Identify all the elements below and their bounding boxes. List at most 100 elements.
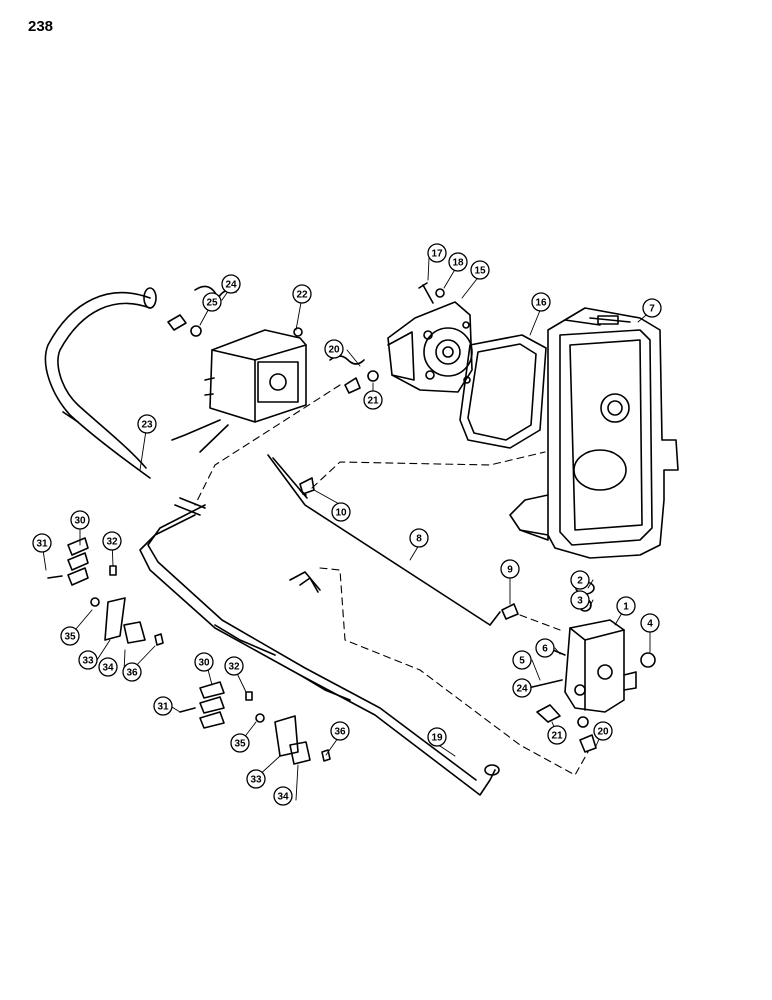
svg-text:34: 34: [277, 792, 289, 803]
svg-text:32: 32: [228, 662, 240, 673]
callout-19: 19: [427, 727, 447, 747]
svg-text:35: 35: [64, 632, 76, 643]
part-tube-8: [267, 454, 501, 626]
svg-text:34: 34: [102, 663, 114, 674]
svg-text:9: 9: [507, 565, 513, 576]
svg-text:22: 22: [296, 290, 308, 301]
part-pipe-19: [139, 497, 500, 796]
svg-text:21: 21: [367, 396, 379, 407]
callout-24-upper: 24: [221, 274, 241, 294]
svg-text:21: 21: [551, 731, 563, 742]
callout-10: 10: [331, 502, 351, 522]
svg-text:30: 30: [74, 516, 86, 527]
callout-8: 8: [409, 528, 429, 548]
part-oring-21: [367, 370, 379, 382]
callout-36-upper: 36: [122, 662, 142, 682]
callout-32-upper: 32: [102, 531, 122, 551]
part-control-valve: [171, 327, 307, 453]
svg-text:5: 5: [519, 656, 525, 667]
callout-17: 17: [427, 243, 447, 263]
part-washer-18: [435, 288, 445, 298]
svg-text:32: 32: [106, 537, 118, 548]
svg-text:33: 33: [82, 656, 94, 667]
callout-23: 23: [137, 414, 157, 434]
callout-34-upper: 34: [98, 657, 118, 677]
callout-20-lower: 20: [593, 721, 613, 741]
part-fitting: [344, 377, 361, 394]
callout-22: 22: [292, 284, 312, 304]
part-fitting-21b: [536, 704, 561, 723]
svg-text:10: 10: [335, 508, 347, 519]
svg-text:20: 20: [597, 727, 609, 738]
callout-20-upper: 20: [324, 339, 344, 359]
part-housing: [509, 307, 679, 559]
callout-24-lower: 24: [512, 678, 532, 698]
svg-text:15: 15: [474, 266, 486, 277]
svg-text:36: 36: [126, 668, 138, 679]
callout-34-lower: 34: [273, 786, 293, 806]
svg-text:25: 25: [206, 298, 218, 309]
svg-text:31: 31: [157, 702, 169, 713]
callout-33-upper: 33: [78, 650, 98, 670]
svg-text:36: 36: [334, 727, 346, 738]
part-pump: [387, 301, 473, 393]
svg-text:4: 4: [647, 619, 653, 630]
callout-30-lower: 30: [194, 652, 214, 672]
callouts: 1 2 3 4 5 6 7 8 9 10 15 16 17 18 19 20 2…: [32, 243, 662, 806]
svg-text:20: 20: [328, 345, 340, 356]
svg-text:33: 33: [250, 775, 262, 786]
svg-text:3: 3: [577, 596, 583, 607]
callout-3: 3: [570, 590, 590, 610]
svg-text:7: 7: [649, 304, 655, 315]
callout-36-lower: 36: [330, 721, 350, 741]
clamp-group-lower: [179, 681, 331, 765]
svg-text:16: 16: [535, 298, 547, 309]
svg-text:19: 19: [431, 733, 443, 744]
svg-text:24: 24: [516, 684, 528, 695]
callout-21-lower: 21: [547, 725, 567, 745]
callout-7: 7: [642, 298, 662, 318]
callout-31-lower: 31: [153, 696, 173, 716]
part-pipe-23: [44, 287, 157, 479]
part-oring-25: [190, 325, 202, 337]
svg-text:31: 31: [36, 539, 48, 550]
callout-4: 4: [640, 613, 660, 633]
callout-18: 18: [448, 252, 468, 272]
callout-31-upper: 31: [32, 533, 52, 553]
svg-text:35: 35: [234, 739, 246, 750]
callout-35-lower: 35: [230, 733, 250, 753]
svg-text:17: 17: [431, 249, 443, 260]
part-bolt-5: [527, 679, 563, 689]
clamp-group-upper: [47, 537, 164, 646]
callout-32-lower: 32: [224, 656, 244, 676]
svg-text:24: 24: [225, 280, 237, 291]
svg-text:8: 8: [416, 534, 422, 545]
page-number: 238: [28, 18, 54, 35]
callout-6: 6: [535, 638, 555, 658]
part-bolt-17: [418, 282, 434, 304]
part-oring-21b: [577, 716, 589, 728]
part-oring-4: [640, 652, 656, 668]
part-fitting-10: [299, 477, 315, 495]
part-gasket: [459, 334, 547, 449]
svg-text:23: 23: [141, 420, 153, 431]
routing-dashes: [194, 384, 589, 776]
callout-33-lower: 33: [246, 769, 266, 789]
callout-15: 15: [470, 260, 490, 280]
part-fitting-20b: [579, 734, 597, 753]
svg-text:30: 30: [198, 658, 210, 669]
part-fitting-9: [501, 603, 519, 620]
part-fitting-25: [167, 314, 187, 331]
part-valve-block: [564, 619, 637, 713]
callout-9: 9: [500, 559, 520, 579]
callout-1: 1: [616, 596, 636, 616]
callout-16: 16: [531, 292, 551, 312]
callout-30-upper: 30: [70, 510, 90, 530]
callout-2: 2: [570, 570, 590, 590]
callout-5: 5: [512, 650, 532, 670]
svg-text:6: 6: [542, 644, 548, 655]
callout-35-upper: 35: [60, 626, 80, 646]
svg-text:18: 18: [452, 258, 464, 269]
